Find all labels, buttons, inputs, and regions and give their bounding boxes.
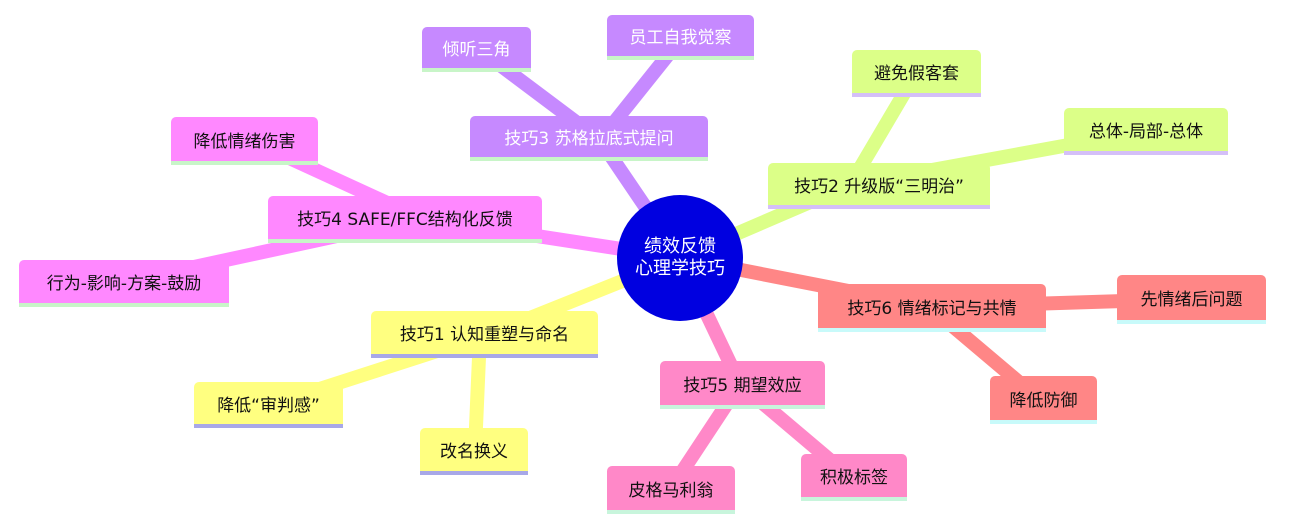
leaf-node[interactable]: 皮格马利翁	[607, 466, 735, 514]
branch-node-3[interactable]: 技巧3 苏格拉底式提问	[470, 116, 708, 161]
leaf-node[interactable]: 改名换义	[420, 428, 528, 475]
branch-node-6[interactable]: 技巧6 情绪标记与共情	[818, 284, 1046, 332]
leaf-node[interactable]: 积极标签	[801, 454, 907, 501]
leaf-node[interactable]: 行为-影响-方案-鼓励	[19, 260, 229, 307]
leaf-node[interactable]: 总体-局部-总体	[1064, 108, 1228, 155]
branch-node-5[interactable]: 技巧5 期望效应	[660, 361, 825, 409]
root-node[interactable]: 绩效反馈 心理学技巧	[617, 195, 743, 321]
root-line2: 心理学技巧	[635, 258, 725, 279]
branch-node-2[interactable]: 技巧2 升级版“三明治”	[768, 163, 990, 209]
leaf-node[interactable]: 降低防御	[990, 376, 1097, 424]
leaf-node[interactable]: 倾听三角	[422, 27, 531, 72]
branch-node-4[interactable]: 技巧4 SAFE/FFC结构化反馈	[268, 196, 542, 243]
leaf-node[interactable]: 降低“审判感”	[194, 382, 343, 428]
leaf-node[interactable]: 避免假客套	[852, 50, 981, 97]
leaf-node[interactable]: 员工自我觉察	[607, 15, 754, 60]
leaf-node[interactable]: 降低情绪伤害	[171, 117, 318, 165]
root-line1: 绩效反馈	[644, 236, 716, 257]
leaf-node[interactable]: 先情绪后问题	[1117, 275, 1266, 324]
branch-node-1[interactable]: 技巧1 认知重塑与命名	[371, 311, 598, 358]
